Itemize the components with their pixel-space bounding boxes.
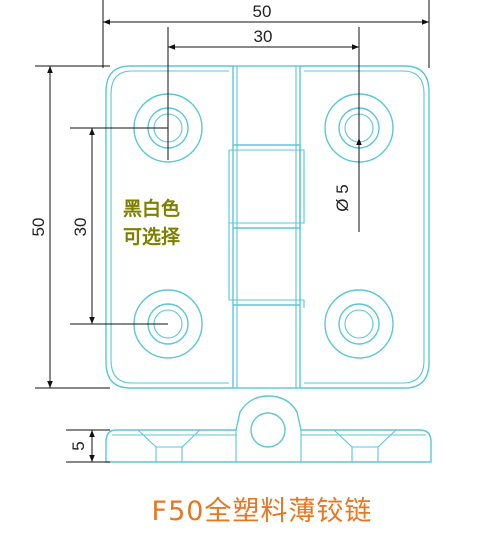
dimension-hole-spacing-horizontal: 30 (167, 27, 360, 160)
right-leaf-outline (300, 65, 430, 389)
left-leaf-outline (105, 65, 233, 389)
dimension-overall-width: 50 (102, 0, 430, 68)
dimension-label-hole-diameter: Ø 5 (333, 184, 352, 211)
dimension-overall-height: 50 (29, 65, 110, 389)
side-view-outline (105, 395, 432, 463)
knuckle-segment (229, 299, 305, 308)
mounting-hole-bottom-right (324, 289, 394, 359)
knuckle-outline (232, 65, 301, 389)
dimension-label-left-height: 50 (29, 218, 48, 237)
dimension-side-thickness: 5 (66, 429, 110, 463)
product-title: F50全塑料薄铰链 (152, 496, 373, 527)
hinge-side-view (105, 395, 432, 463)
color-note-line-2: 可选择 (123, 226, 181, 248)
knuckle-segment (233, 144, 301, 229)
color-note-line-1: 黑白色 (123, 197, 180, 220)
knuckle-segment (229, 149, 305, 224)
dimension-label-left-spacing: 30 (71, 218, 90, 237)
dimension-label-top-spacing: 30 (254, 27, 273, 46)
dimension-hole-spacing-vertical: 30 (70, 127, 168, 325)
right-leaf-inner-outline (304, 70, 425, 384)
dimension-label-side-thickness: 5 (69, 441, 88, 450)
dimension-hole-diameter: Ø 5 (333, 128, 362, 232)
left-leaf-inner-outline (110, 70, 229, 384)
side-view-pin-hole (250, 412, 286, 448)
dimension-label-top-width: 50 (253, 2, 272, 21)
